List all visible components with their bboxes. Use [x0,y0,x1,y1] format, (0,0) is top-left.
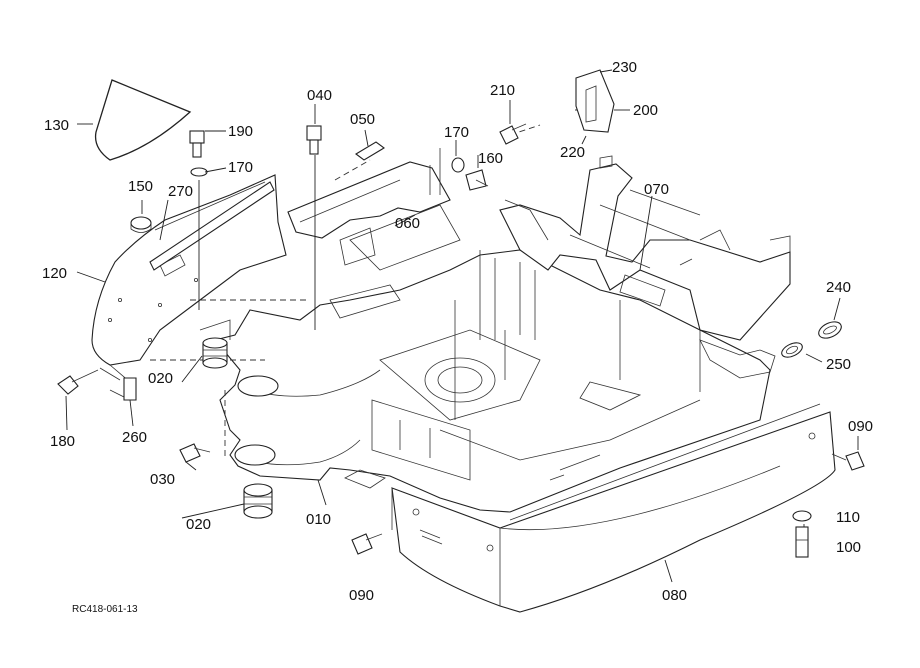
callout-270: 270 [168,183,193,200]
floor-plate-060 [287,148,461,319]
grommet-240 [818,321,842,339]
callout-070: 070 [644,181,669,198]
callout-labels: 130 190 170 150 270 120 040 050 060 170 … [42,59,873,604]
callout-020-upper: 020 [148,370,173,387]
counterweight-080 [391,403,836,613]
clip-050 [355,141,385,161]
callout-130: 130 [44,117,69,134]
callout-030: 030 [150,471,175,488]
callout-160: 160 [478,150,503,167]
callout-180: 180 [50,433,75,450]
grommet-250 [781,342,803,358]
washer-170-right [451,157,465,173]
bolt-180 [57,369,99,395]
glass-panel-130 [94,79,192,161]
callout-260: 260 [122,429,147,446]
bolt-190 [189,130,205,158]
knob-150 [130,216,152,233]
bracket-260 [123,377,137,401]
callout-170-left: 170 [228,159,253,176]
callout-010: 010 [306,511,331,528]
bolt-090-right [831,451,865,471]
callout-250: 250 [826,356,851,373]
callout-110: 110 [836,509,860,526]
callout-210: 210 [490,82,515,99]
callout-230: 230 [612,59,637,76]
callout-080: 080 [662,587,687,604]
callout-120: 120 [42,265,67,282]
plate-270 [149,181,275,271]
drawing-code: RC418-061-13 [72,604,138,615]
rubber-mount-020-lower [243,483,273,519]
bolt-090-left [351,533,383,555]
callout-090-right: 090 [848,418,873,435]
plug-030 [179,443,211,463]
callout-090-left: 090 [349,587,374,604]
callout-050: 050 [350,111,375,128]
callout-170-right: 170 [444,124,469,141]
callout-190: 190 [228,123,253,140]
callout-100: 100 [836,539,861,556]
callout-150: 150 [128,178,153,195]
main-frame-010 [214,249,771,513]
bolt-040 [306,125,322,155]
callout-060: 060 [395,215,420,232]
bolt-100 [795,526,809,558]
callout-040: 040 [307,87,332,104]
callout-200: 200 [633,102,658,119]
callout-240: 240 [826,279,851,296]
bracket-200 [575,69,615,133]
rubber-mount-020-upper [202,337,228,369]
leader-lines [65,69,859,583]
callout-020-lower: 020 [186,516,211,533]
washer-170-left [190,167,208,177]
bolt-160 [465,169,489,191]
callout-220: 220 [560,144,585,161]
washer-110 [792,510,812,522]
bracket-frame-070 [499,155,791,379]
bolt-210 [499,123,527,145]
